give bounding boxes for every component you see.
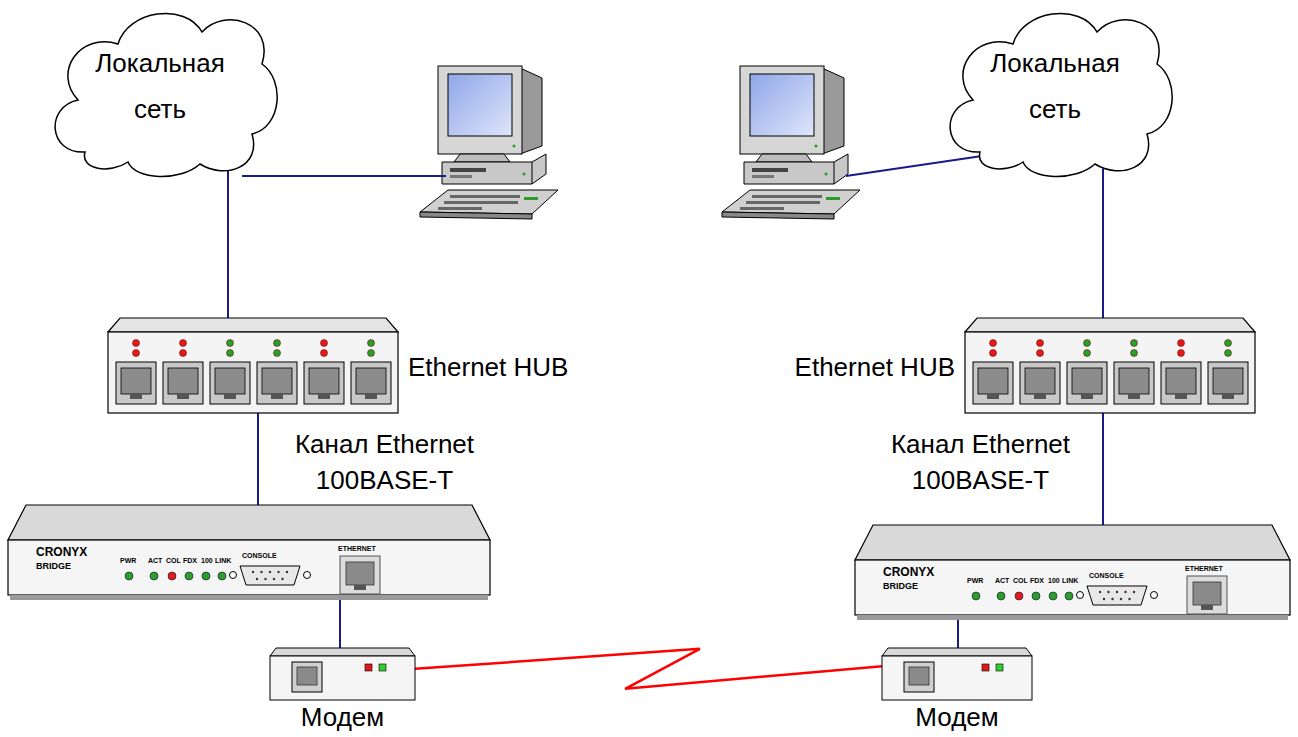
panel-label: CRONYX [883, 565, 934, 579]
panel-label: ETHERNET [338, 545, 376, 552]
device-label: Ethernet HUB [795, 352, 955, 383]
ethernet-hub-outline [965, 318, 1255, 413]
computer-icon [420, 66, 558, 219]
modem-box: Модем [270, 648, 415, 700]
channel-label: Канал Ethernet 100BASE-T [868, 426, 1093, 498]
cable-line [1102, 169, 1104, 318]
panel-label: PWR [120, 557, 136, 564]
cable-line [339, 600, 341, 648]
channel-label: Канал Ethernet 100BASE-T [272, 426, 497, 498]
computer-icon [722, 66, 860, 219]
cable-line [957, 620, 959, 648]
panel-label: FDX [183, 557, 197, 564]
panel-label: 100 [201, 557, 213, 564]
ethernet-hub: Ethernet HUB [965, 318, 1255, 413]
modem-box-outline [270, 648, 415, 700]
panel-label: ETHERNET [1185, 565, 1223, 572]
panel-label: 100 [1048, 577, 1060, 584]
panel-label: CRONYX [36, 545, 87, 559]
network-wire [846, 156, 982, 176]
panel-label: COL [166, 557, 181, 564]
cloud-label: Локальная сеть [975, 40, 1135, 132]
panel-label: LINK [1062, 577, 1078, 584]
panel-label: CONSOLE [242, 552, 277, 559]
cable-line [227, 169, 229, 318]
panel-label: BRIDGE [36, 561, 71, 571]
device-label: Модем [882, 702, 1032, 732]
cronyx-bridge: CRONYX BRIDGE PWR ACT COLFDX 100LINK CONSOLE ET… [855, 525, 1290, 620]
modem-box-outline [882, 648, 1032, 700]
network-wire [242, 175, 446, 177]
panel-label: LINK [215, 557, 231, 564]
cronyx-bridge: CRONYX BRIDGE PWR ACT COLFDX 100LINK CONSOLE ET… [8, 505, 490, 600]
panel-label: PWR [967, 577, 983, 584]
panel-label: BRIDGE [883, 581, 918, 591]
device-label: Ethernet HUB [408, 352, 568, 383]
device-label: Модем [270, 702, 415, 732]
cable-line [257, 413, 259, 505]
panel-label: ACT [148, 557, 162, 564]
panel-label: FDX [1030, 577, 1044, 584]
ethernet-hub-outline [108, 318, 398, 413]
lan-cloud: Локальная сеть [40, 2, 280, 177]
panel-label: CONSOLE [1089, 572, 1124, 579]
panel-label: ACT [995, 577, 1009, 584]
lan-cloud-outline [935, 2, 1175, 177]
modem-box: Модем [882, 648, 1032, 700]
ethernet-hub: Ethernet HUB [108, 318, 398, 413]
cloud-label: Локальная сеть [80, 40, 240, 132]
panel-label: COL [1013, 577, 1028, 584]
lan-cloud-outline [40, 2, 280, 177]
radio-link [415, 649, 882, 689]
lan-cloud: Локальная сеть [935, 2, 1175, 177]
cable-line [1102, 413, 1104, 525]
